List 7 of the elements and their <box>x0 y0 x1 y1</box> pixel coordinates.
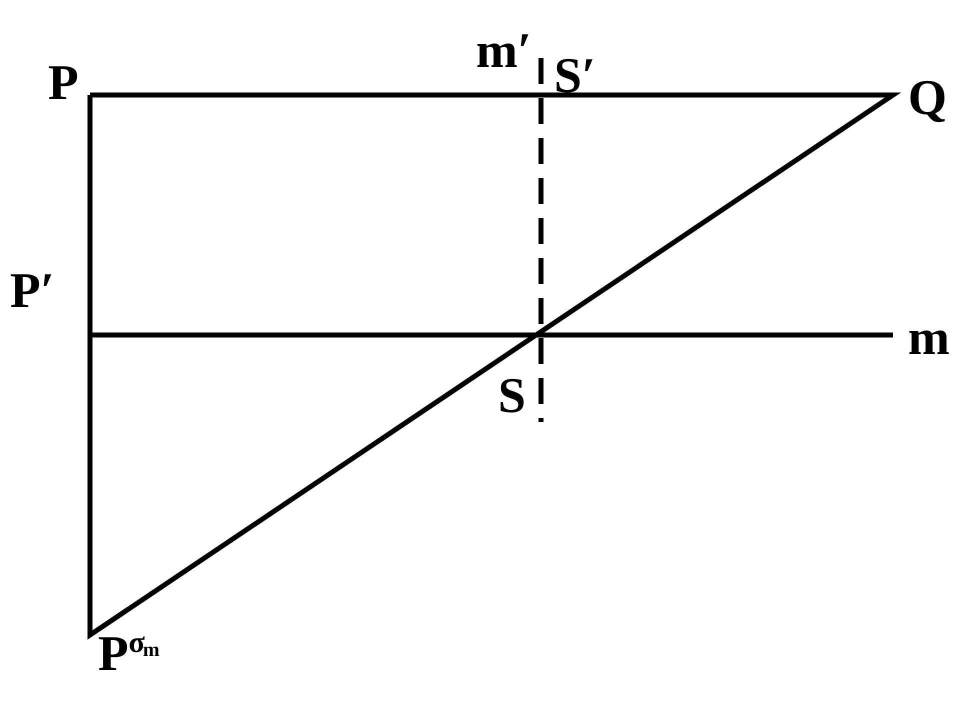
point-label: m <box>908 312 950 362</box>
point-label: Q <box>908 72 947 122</box>
point-label: S <box>498 370 526 420</box>
point-label: m′ <box>476 25 532 75</box>
point-label: S′ <box>554 50 596 100</box>
point-label: P <box>48 57 79 107</box>
point-label: P′ <box>10 265 55 315</box>
